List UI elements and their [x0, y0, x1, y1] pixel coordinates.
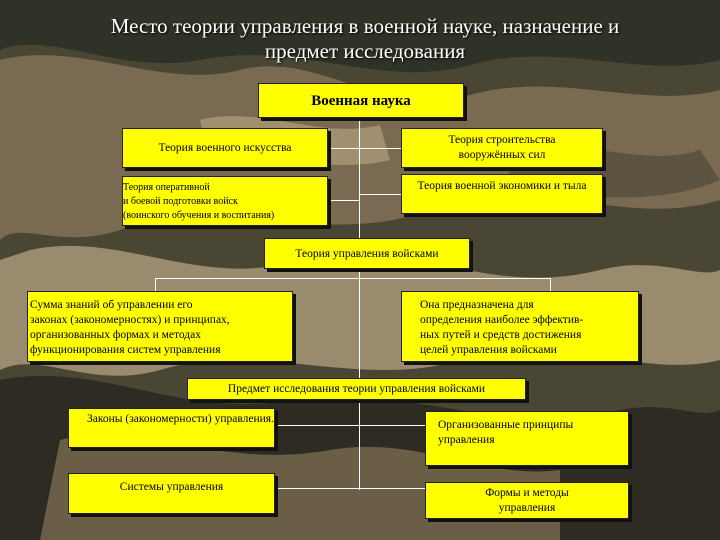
connector-forms — [359, 488, 425, 489]
subject-label: Предмет исследования теории управления в… — [227, 383, 486, 395]
economy-label: Теория военной экономики и тыла — [417, 180, 587, 192]
laws-box: Законы (закономерности) управления. — [68, 408, 275, 448]
connector-systems — [275, 488, 359, 489]
purpose-line-1: Она предназначена для — [420, 299, 534, 311]
knowledge-line-4: функционирования систем управления — [30, 344, 221, 356]
connector-economy — [359, 194, 401, 195]
knowledge-box: Сумма знаний об управлении его законах (… — [27, 291, 293, 362]
economy-box: Теория военной экономики и тыла — [401, 174, 603, 214]
systems-box: Системы управления — [68, 473, 275, 514]
purpose-line-3: ных путей и средств достижения — [420, 329, 582, 341]
armed-forces-building-label: Теория строительства вооружённых сил — [448, 134, 556, 161]
training-line-1: Теория оперативной — [123, 182, 210, 193]
connector-control-hbar — [155, 278, 551, 279]
principles-box: Организованные принципы управления — [425, 411, 629, 466]
connector-knowledge — [155, 278, 156, 291]
connector-building — [359, 148, 401, 149]
connector-purpose — [550, 278, 551, 291]
connector-training — [328, 200, 359, 201]
connector-principles — [359, 425, 425, 426]
subject-box: Предмет исследования теории управления в… — [187, 378, 526, 400]
connector-control-down — [359, 269, 360, 378]
title-line-1: Место теории управления в военной науке,… — [110, 14, 620, 38]
training-line-3: (воинского обучения и воспитания) — [123, 210, 275, 221]
military-science-box: Военная наука — [258, 83, 464, 118]
purpose-line-4: целей управления войсками — [420, 344, 557, 356]
art-of-war-label: Теория военного искусства — [158, 142, 292, 154]
knowledge-line-3: организованных формах и методах — [30, 329, 202, 341]
military-science-label: Военная наука — [311, 93, 411, 109]
principles-label: Организованные принципы управления — [438, 419, 574, 446]
title-line-2: предмет исследования — [264, 39, 466, 63]
training-box: Теория оперативной и боевой подготовки в… — [122, 176, 328, 226]
troop-control-label: Теория управления войсками — [295, 248, 439, 260]
laws-label: Законы (закономерности) управления. — [87, 413, 274, 425]
troop-control-box: Теория управления войсками — [264, 238, 470, 269]
armed-forces-building-box: Теория строительства вооружённых сил — [401, 128, 603, 168]
systems-label: Системы управления — [119, 481, 224, 493]
slide-title: Место теории управления в военной науке,… — [20, 14, 710, 64]
forms-box: Формы и методы управления — [425, 482, 629, 519]
connector-subject-down — [359, 400, 360, 490]
training-line-2: и боевой подготовки войск — [123, 196, 238, 207]
art-of-war-box: Теория военного искусства — [122, 128, 328, 168]
purpose-line-2: определения наиболее эффектив- — [420, 314, 584, 326]
connector-art — [328, 148, 359, 149]
knowledge-line-1: Сумма знаний об управлении его — [30, 299, 193, 311]
purpose-box: Она предназначена для определения наибол… — [401, 291, 639, 362]
knowledge-line-2: законах (закономерностях) и принципах, — [30, 314, 230, 326]
forms-label: Формы и методы управления — [485, 487, 569, 514]
connector-science-down — [359, 118, 360, 238]
connector-laws — [275, 425, 359, 426]
